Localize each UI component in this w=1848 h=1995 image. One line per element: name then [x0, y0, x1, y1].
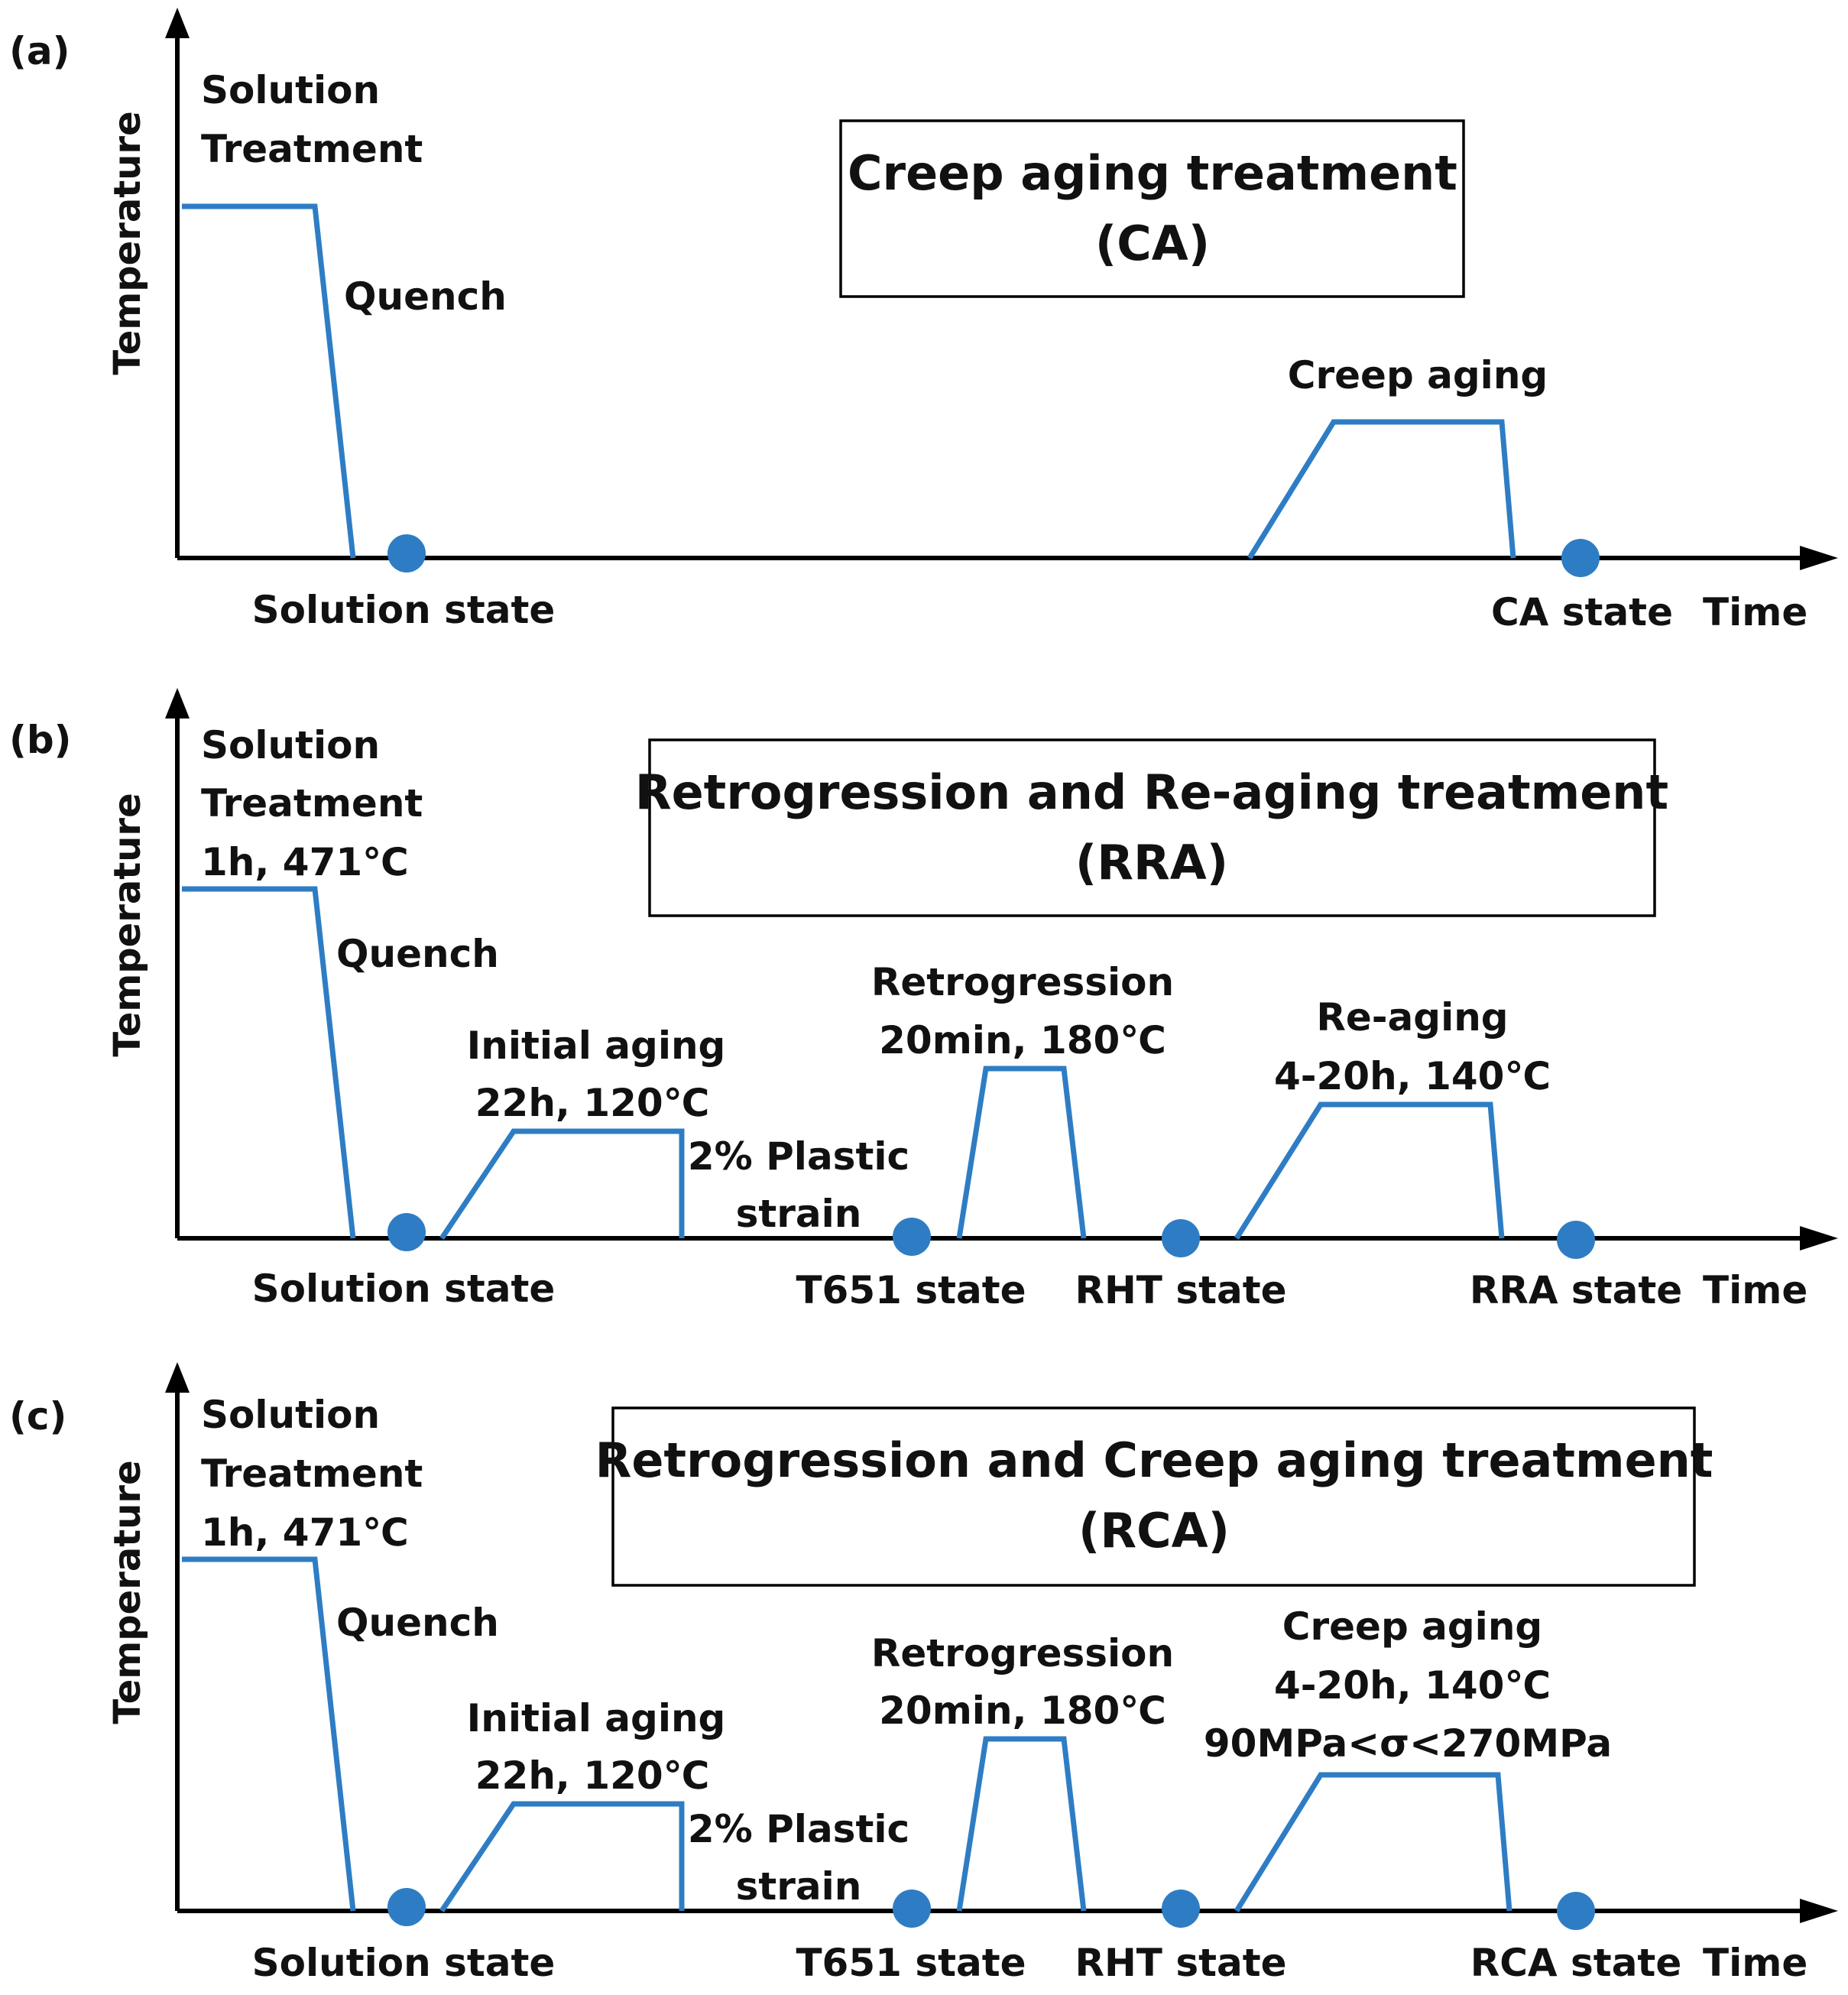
panel-b-t651-state-dot	[893, 1218, 931, 1256]
panel-a-solution-state-dot	[387, 534, 426, 573]
panel-c-title-box	[611, 1406, 1696, 1587]
panel-b-retrogression-line	[956, 1066, 1087, 1239]
panel-b-solution-quench-line	[182, 886, 356, 1239]
panel-c: (c) Temperature Time Retrogression and C…	[9, 1362, 1838, 1985]
panel-c-title: Retrogression and Creep aging treatment	[595, 1432, 1713, 1488]
panel-b-solution-label-1: Solution	[201, 723, 380, 767]
panel-b-retrogression-label-1: Retrogression	[871, 960, 1174, 1004]
panel-c-creep-aging-line	[1234, 1772, 1512, 1912]
panel-b-solution-state-dot	[387, 1213, 426, 1251]
panel-c-solution-label-2: Treatment	[201, 1452, 423, 1496]
panel-c-tag: (c)	[9, 1394, 66, 1439]
panel-b-retrogression-label-2: 20min, 180℃	[879, 1018, 1166, 1062]
panel-c-solution-quench-line	[182, 1556, 356, 1912]
panel-a-creep-aging-line	[1247, 419, 1516, 560]
panel-a-y-label: Temperature	[106, 111, 149, 375]
panel-c-creep-label-2: 4-20h, 140℃	[1274, 1663, 1551, 1708]
panel-c-plastic-label-2: strain	[736, 1864, 862, 1909]
panel-b-state-solution: Solution state	[252, 1267, 556, 1311]
panel-a-state-solution: Solution state	[252, 588, 556, 632]
panel-c-subtitle: (RCA)	[1078, 1503, 1230, 1559]
panel-a-solution-quench-line	[182, 203, 356, 559]
panel-c-state-t651: T651 state	[796, 1941, 1026, 1985]
panel-c-creep-label-1: Creep aging	[1282, 1604, 1542, 1649]
panel-b-reaging-line	[1234, 1101, 1505, 1240]
panel-b-x-arrow	[1800, 1226, 1838, 1251]
panel-c-retrogression-label-1: Retrogression	[871, 1631, 1174, 1675]
panel-b-initial-aging-label-1: Initial aging	[467, 1023, 726, 1068]
panel-c-initial-aging-label-2: 22h, 120℃	[475, 1753, 710, 1798]
panel-b-x-label: Time	[1703, 1268, 1807, 1312]
panel-c-solution-label-3: 1h, 471℃	[201, 1510, 409, 1555]
panel-b-state-rht: RHT state	[1075, 1268, 1286, 1312]
panel-b-solution-label-3: 1h, 471℃	[201, 840, 409, 884]
panel-a-solution-label-2: Treatment	[201, 127, 423, 171]
panel-b-subtitle: (RRA)	[1075, 835, 1228, 890]
panel-c-rca-state-dot	[1557, 1892, 1595, 1930]
panel-a-y-arrow	[165, 8, 190, 38]
panel-a-solution-label-1: Solution	[201, 68, 380, 112]
panel-c-plastic-label-1: 2% Plastic	[688, 1807, 909, 1851]
panel-b-y-label: Temperature	[106, 793, 149, 1056]
panel-c-x-label: Time	[1703, 1941, 1807, 1985]
panel-c-y-arrow	[165, 1362, 190, 1393]
panel-c-state-rca: RCA state	[1470, 1941, 1682, 1985]
panel-c-rht-state-dot	[1162, 1890, 1200, 1928]
panel-b-state-rra: RRA state	[1470, 1268, 1682, 1312]
panel-b-state-t651: T651 state	[796, 1268, 1026, 1312]
panel-a: (a) Temperature Time Creep aging treatme…	[9, 8, 1838, 634]
panel-a-quench-label: Quench	[344, 274, 507, 319]
panel-a-title-box	[839, 119, 1465, 298]
panel-b-solution-label-2: Treatment	[201, 781, 423, 826]
panel-b-plastic-label-2: strain	[736, 1192, 862, 1236]
panel-c-state-rht: RHT state	[1075, 1941, 1286, 1985]
panel-c-retrogression-label-2: 20min, 180℃	[879, 1688, 1166, 1733]
panel-c-initial-aging-line	[439, 1801, 685, 1912]
panel-a-title: Creep aging treatment	[848, 145, 1457, 201]
panel-a-state-ca: CA state	[1491, 590, 1673, 634]
panel-b-y-arrow	[165, 688, 190, 719]
panel-a-tag: (a)	[9, 29, 70, 73]
panel-b-reaging-label-1: Re-aging	[1316, 995, 1508, 1040]
panel-a-ca-state-dot	[1561, 539, 1600, 577]
panel-c-solution-state-dot	[387, 1888, 426, 1926]
panel-b: (b) Temperature Time Retrogression and R…	[9, 688, 1838, 1312]
panel-b-title-box	[648, 738, 1656, 917]
panel-c-y-label: Temperature	[106, 1460, 149, 1724]
panel-c-retrogression-line	[956, 1736, 1087, 1912]
panel-b-rht-state-dot	[1162, 1219, 1200, 1257]
panel-b-tag: (b)	[9, 718, 72, 762]
panel-b-initial-aging-line	[439, 1128, 685, 1240]
panel-b-reaging-label-2: 4-20h, 140℃	[1274, 1054, 1551, 1098]
panel-c-state-solution: Solution state	[252, 1941, 556, 1985]
panel-b-quench-label: Quench	[336, 932, 499, 976]
panel-c-t651-state-dot	[893, 1890, 931, 1928]
panel-c-initial-aging-label-1: Initial aging	[467, 1696, 726, 1740]
panel-a-x-label: Time	[1703, 590, 1807, 634]
panel-a-subtitle: (CA)	[1095, 216, 1210, 271]
panel-a-x-arrow	[1800, 546, 1838, 570]
panel-a-creep-label: Creep aging	[1288, 353, 1548, 397]
panel-b-plastic-label-1: 2% Plastic	[688, 1134, 909, 1179]
panel-c-creep-label-3: 90MPa<σ<270MPa	[1204, 1721, 1612, 1766]
panel-b-title: Retrogression and Re-aging treatment	[635, 764, 1668, 820]
panel-b-initial-aging-label-2: 22h, 120℃	[475, 1081, 710, 1125]
panel-c-solution-label-1: Solution	[201, 1393, 380, 1437]
panel-c-quench-label: Quench	[336, 1601, 499, 1645]
panel-c-x-arrow	[1800, 1899, 1838, 1923]
panel-b-rra-state-dot	[1557, 1221, 1595, 1259]
